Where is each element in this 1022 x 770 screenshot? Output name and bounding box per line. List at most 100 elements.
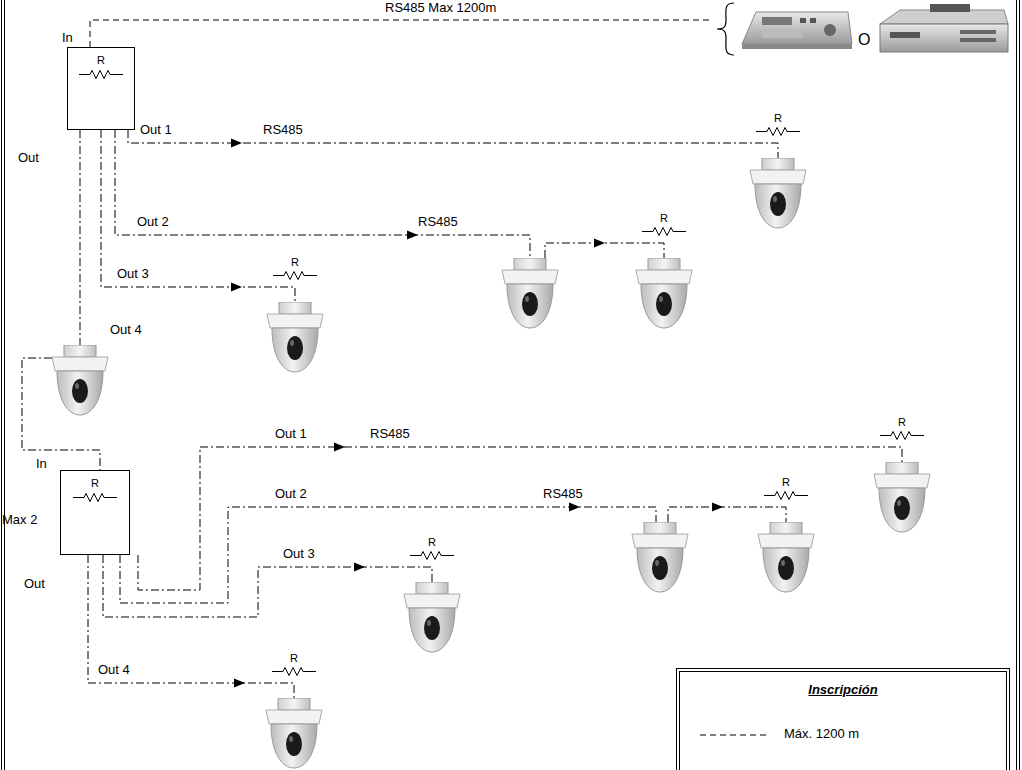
resistor-symbol (764, 491, 808, 500)
brace (717, 3, 734, 55)
rs485-line (128, 130, 778, 158)
dome-camera: R (400, 582, 464, 654)
camera-shape (636, 258, 692, 328)
rs485-line (103, 555, 432, 617)
signal-label: In (62, 30, 73, 45)
resistor-label: R (400, 536, 464, 549)
rs485-connector (88, 555, 294, 698)
resistor-symbol (880, 431, 924, 440)
rs485-connector (120, 503, 786, 604)
resistor-label: R (870, 416, 934, 429)
signal-label: Out 2 (137, 214, 169, 229)
legend-text: Máx. 1200 m (784, 726, 859, 741)
dome-camera: R (263, 302, 327, 374)
flow-arrow (231, 139, 242, 148)
distributor-box: R (67, 47, 135, 130)
camera-picture (263, 302, 327, 374)
input-line (90, 20, 712, 47)
resistor-symbol (79, 70, 123, 79)
flow-arrow (234, 679, 245, 688)
dome-camera (52, 345, 108, 415)
camera-shape (404, 582, 460, 652)
dome-camera (632, 522, 688, 592)
flow-arrow (407, 231, 418, 240)
camera-shape (750, 158, 806, 228)
flow-arrow (354, 563, 365, 572)
camera-shape (266, 698, 322, 768)
signal-label: RS485 (263, 122, 303, 137)
flow-arrow (594, 239, 605, 248)
or-text: O (858, 32, 870, 47)
dome-camera: R (632, 258, 696, 330)
legend-box: InscripciónMáx. 1200 m (676, 668, 1010, 770)
flow-arrow (231, 283, 242, 292)
signal-label: Out (24, 576, 45, 591)
rs485-line (120, 507, 786, 603)
signal-label: Out 3 (283, 546, 315, 561)
signal-label: Out 1 (275, 426, 307, 441)
legend-title: Inscripción (680, 682, 1006, 697)
rs485-line (115, 130, 664, 258)
resistor-label: R (746, 112, 810, 125)
legend-sample-line (700, 733, 766, 737)
resistor-zigzag (79, 71, 123, 79)
rs485-connector (128, 130, 778, 158)
resistor-label: R (263, 256, 327, 269)
signal-label: RS485 (370, 426, 410, 441)
resistor-zigzag (642, 228, 686, 236)
legend-dash (700, 735, 766, 736)
camera-picture (746, 158, 810, 230)
dome-camera (502, 258, 558, 328)
signal-label: RS485 (418, 214, 458, 229)
signal-label: RS485 Max 1200m (385, 0, 496, 15)
camera-shape (874, 462, 930, 532)
resistor-label: R (632, 212, 696, 225)
signal-label: Out (18, 150, 39, 165)
dome-camera: R (746, 158, 810, 230)
signal-label: RS485 (543, 486, 583, 501)
signal-label: Out 4 (110, 322, 142, 337)
flow-arrow (569, 503, 580, 512)
resistor-zigzag (410, 552, 454, 560)
signal-label: In (36, 456, 47, 471)
flow-arrow (712, 503, 723, 512)
resistor-symbol (73, 493, 117, 502)
rs485-line (88, 555, 294, 698)
resistor-zigzag (880, 432, 924, 440)
camera-picture (262, 698, 326, 770)
resistor-zigzag (73, 494, 117, 502)
camera-picture (754, 522, 818, 594)
control-keyboard (742, 12, 852, 49)
dvr-recorder (880, 4, 1008, 52)
resistor-symbol (410, 551, 454, 560)
camera-shape (758, 522, 814, 592)
resistor-zigzag (272, 668, 316, 676)
camera-picture (400, 582, 464, 654)
resistor-label: R (61, 477, 129, 490)
resistor-zigzag (764, 492, 808, 500)
resistor-symbol (642, 227, 686, 236)
camera-picture (870, 462, 934, 534)
flow-arrow (334, 443, 345, 452)
dome-camera: R (262, 698, 326, 770)
distributor-box: R (60, 470, 130, 555)
camera-picture (632, 258, 696, 330)
rs485-line (101, 130, 295, 302)
resistor-label: R (68, 54, 134, 67)
resistor-symbol (273, 271, 317, 280)
rs485-connector (22, 130, 100, 470)
rs485-line (22, 130, 100, 470)
camera-shape (267, 302, 323, 372)
rs485-connector (115, 130, 664, 258)
resistor-zigzag (273, 272, 317, 280)
rs485-connector (103, 555, 432, 617)
rs485-connector (101, 130, 295, 302)
dome-camera: R (754, 522, 818, 594)
signal-label: Out 4 (98, 662, 130, 677)
resistor-zigzag (756, 128, 800, 136)
signal-label: Out 2 (275, 486, 307, 501)
resistor-symbol (272, 667, 316, 676)
dome-camera: R (870, 462, 934, 534)
